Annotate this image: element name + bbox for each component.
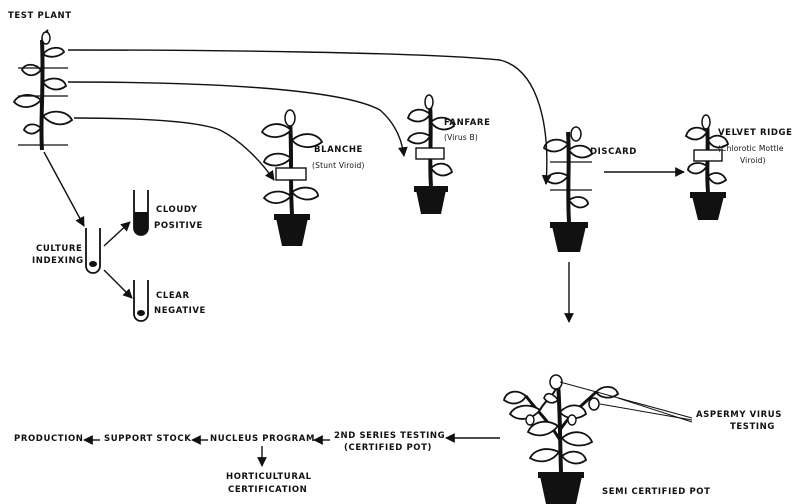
fanfare-label: FANFARE xyxy=(444,118,490,129)
velvet-note-1: (Chlorotic Mottle xyxy=(718,143,784,154)
clear-tube xyxy=(134,280,148,321)
velvet-note-2: Viroid) xyxy=(740,155,766,166)
culture-tube xyxy=(86,228,100,273)
blanche-note: (Stunt Viroid) xyxy=(312,160,365,171)
aspermy-line-3 xyxy=(618,398,692,422)
fanfare-note: (Virus B) xyxy=(444,132,478,143)
semi-certified-label: SEMI CERTIFIED POT xyxy=(602,487,711,498)
arrow-to-discard xyxy=(68,50,547,184)
nucleus-label: NUCLEUS PROGRAM xyxy=(210,434,315,445)
cloudy-tube xyxy=(134,190,148,235)
horticultural-label-1: HORTICULTURAL xyxy=(226,472,312,483)
second-series-label-1: 2ND SERIES TESTING xyxy=(334,431,445,442)
test-plant-label: TEST PLANT xyxy=(8,11,72,22)
support-label: SUPPORT STOCK xyxy=(104,434,191,445)
arrow-to-culture xyxy=(44,152,84,226)
cloudy-label-2: POSITIVE xyxy=(154,221,203,232)
fanfare-plant xyxy=(408,95,454,214)
horticultural-label-2: CERTIFICATION xyxy=(228,485,307,496)
production-label: PRODUCTION xyxy=(14,434,84,445)
aspermy-label-1: ASPERMY VIRUS xyxy=(696,410,782,421)
culture-label-2: INDEXING xyxy=(32,256,84,267)
clear-label-1: CLEAR xyxy=(156,291,190,302)
aspermy-label-2: TESTING xyxy=(730,422,775,433)
velvet-ridge-label: VELVET RIDGE xyxy=(718,128,793,139)
arrow-to-cloudy xyxy=(104,222,130,246)
clear-label-2: NEGATIVE xyxy=(154,306,206,317)
cloudy-label-1: CLOUDY xyxy=(156,205,198,216)
arrow-to-blanche xyxy=(74,118,274,180)
arrow-to-clear xyxy=(104,270,132,298)
second-series-label-2: (CERTIFIED POT) xyxy=(344,443,432,454)
blanche-label: BLANCHE xyxy=(314,145,363,156)
discard-plant xyxy=(544,127,592,252)
blanche-plant xyxy=(262,110,322,246)
semi-certified-plant xyxy=(504,375,618,504)
discard-label: DISCARD xyxy=(590,147,637,158)
culture-label-1: CULTURE xyxy=(36,244,82,255)
test-plant xyxy=(14,30,72,150)
